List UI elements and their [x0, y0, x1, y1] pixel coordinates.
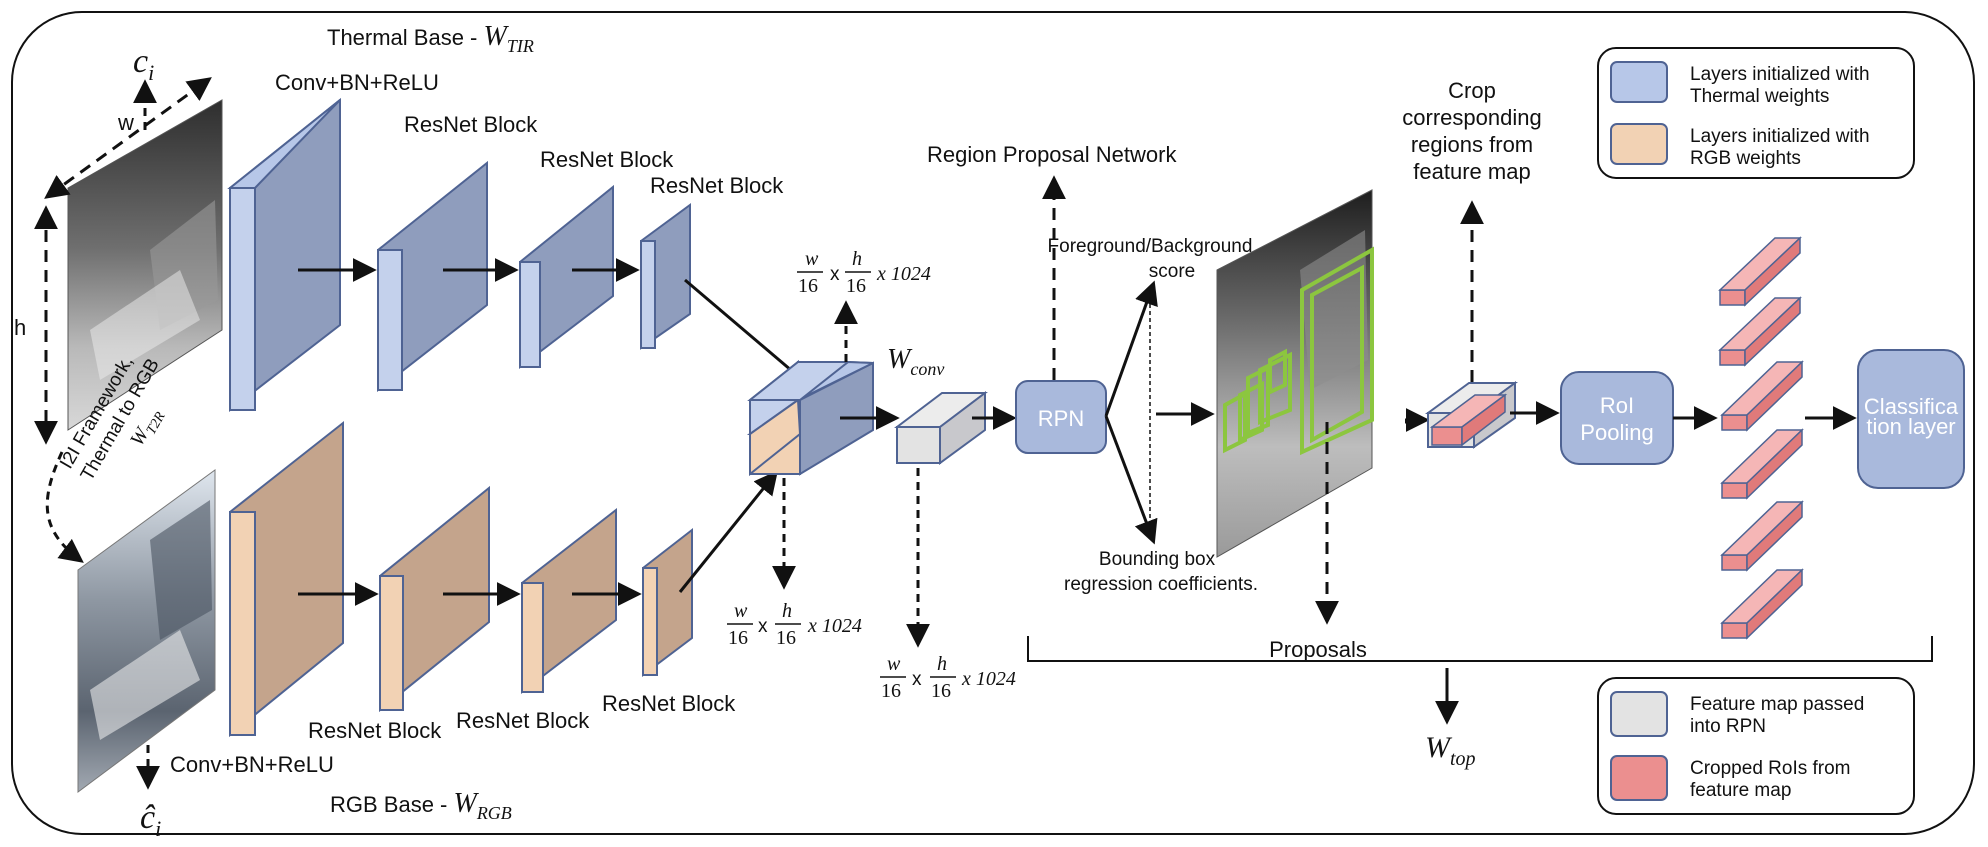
proposal-boxes: [1223, 246, 1374, 456]
rgb-conv-label: Conv+BN+ReLU: [170, 752, 334, 777]
roi-bar: [1718, 236, 1802, 307]
legend-feature-map-swatch: [1610, 691, 1668, 737]
svg-text:16: 16: [881, 680, 901, 702]
thermal-resnet-block-1: [377, 160, 488, 393]
rgb-resnet-block-2: [521, 507, 617, 695]
legend-thermal-swatch: [1610, 61, 1668, 103]
top-weight-label: Wtop: [1425, 731, 1476, 770]
svg-text:x 1024: x 1024: [961, 668, 1016, 690]
cropped-rois-stack: [1718, 236, 1804, 640]
rpn-to-score-arrow: [1104, 280, 1158, 417]
proposals-label: Proposals: [1269, 637, 1367, 662]
legend-thermal-line1: Layers initialized with: [1690, 64, 1870, 85]
svg-text:x 1024: x 1024: [876, 263, 931, 285]
svg-text:16: 16: [798, 275, 818, 297]
classification-line1: Classifica: [1864, 394, 1959, 419]
legend-rgb-line2: RGB weights: [1690, 148, 1801, 169]
crop-label-line2: corresponding: [1402, 105, 1541, 130]
roi-bar: [1718, 296, 1802, 367]
fg-bg-score-line1: Foreground/Background: [1048, 236, 1253, 257]
classification-layer-node: [1857, 349, 1965, 489]
rpn-title: Region Proposal Network: [927, 142, 1177, 167]
thermal-block-2-label: ResNet Block: [540, 147, 674, 172]
rgb-to-concat-arrow: [678, 470, 779, 593]
rgb-conv-layer: [229, 420, 344, 738]
legend-feature-map-line1: Feature map passed: [1690, 694, 1864, 715]
thermal-resnet-block-3: [640, 203, 691, 350]
w-dimension-arrow: [44, 77, 212, 199]
legend-rgb-line1: Layers initialized with: [1690, 126, 1870, 147]
thermal-conv-layer: [227, 97, 341, 413]
svg-text:16: 16: [931, 680, 951, 702]
c-i-label: ci: [133, 43, 154, 85]
bbox-regression-line1: Bounding box: [1099, 549, 1216, 570]
wconv-feature-map: [894, 390, 988, 465]
svg-text:w: w: [734, 600, 748, 622]
legend-rois-line2: feature map: [1690, 780, 1791, 801]
legend-rois-swatch: [1610, 755, 1668, 801]
crop-label-line3: regions from: [1411, 132, 1533, 157]
dims-label-bottom-left: w 16 x h 16 x 1024: [727, 600, 862, 649]
legend-bottom: [1597, 677, 1915, 815]
rgb-base-title: RGB Base - WRGB: [330, 788, 512, 823]
rgb-block-2-label: ResNet Block: [456, 708, 590, 733]
rgb-block-1-label: ResNet Block: [308, 718, 442, 743]
svg-text:w: w: [887, 653, 901, 675]
c-hat-label: ĉi: [140, 799, 161, 841]
h-label: h: [14, 315, 26, 340]
classification-line2: tion layer: [1866, 414, 1955, 439]
svg-text:h: h: [782, 600, 792, 622]
svg-text:w: w: [805, 248, 819, 270]
roi-pooling-line1: RoI: [1600, 393, 1634, 418]
outer-frame: [11, 11, 1975, 835]
cropped-feature-map: [1424, 381, 1519, 449]
thermal-block-1-label: ResNet Block: [404, 112, 538, 137]
rgb-resnet-block-3: [642, 527, 693, 678]
rgb-resnet-block-1: [379, 485, 490, 713]
thermal-block-3-label: ResNet Block: [650, 173, 784, 198]
roi-pooling-node: [1560, 371, 1674, 465]
roi-bar: [1720, 428, 1804, 500]
svg-text:x: x: [912, 669, 922, 690]
thermal-base-title: Thermal Base - WTIR: [327, 21, 534, 56]
roi-pooling-line2: Pooling: [1580, 420, 1653, 445]
rpn-node-label: RPN: [1038, 406, 1084, 431]
thermal-resnet-block-2: [519, 184, 614, 370]
svg-text:x: x: [758, 616, 768, 637]
svg-text:h: h: [852, 248, 862, 270]
thermal-to-concat-arrow: [684, 278, 809, 386]
svg-text:x 1024: x 1024: [807, 615, 862, 637]
i2i-arrow: [45, 451, 84, 563]
fg-bg-score-line2: score: [1149, 261, 1195, 282]
legend-thermal-line2: Thermal weights: [1690, 86, 1829, 107]
legend-rois-line1: Cropped RoIs from: [1690, 758, 1851, 779]
dims-label-bottom-center: w 16 x h 16 x 1024: [880, 653, 1016, 702]
bbox-regression-line2: regression coefficients.: [1064, 574, 1258, 595]
proposals-bracket: [1027, 636, 1933, 662]
rpn-to-bbox-arrow: [1104, 415, 1158, 545]
roi-bar: [1720, 360, 1804, 432]
svg-text:16: 16: [846, 275, 866, 297]
w-label: w: [117, 110, 134, 135]
dims-label-top: w 16 x h 16 x 1024: [797, 248, 931, 297]
crop-label-line4: feature map: [1413, 159, 1530, 184]
legend-feature-map-line2: into RPN: [1690, 716, 1766, 737]
svg-text:x: x: [830, 264, 840, 285]
thermal-conv-label: Conv+BN+ReLU: [275, 70, 439, 95]
legend-top: [1597, 47, 1915, 179]
svg-text:h: h: [937, 653, 947, 675]
legend-rgb-swatch: [1610, 123, 1668, 165]
roi-bar: [1720, 568, 1804, 640]
crop-label-line1: Crop: [1448, 78, 1496, 103]
svg-text:16: 16: [728, 627, 748, 649]
wconv-label: Wconv: [887, 344, 944, 379]
svg-text:16: 16: [776, 627, 796, 649]
rgb-block-3-label: ResNet Block: [602, 691, 736, 716]
rgb-input-image: [77, 469, 216, 793]
roi-bar: [1720, 500, 1804, 572]
concatenated-feature-block: [746, 359, 874, 477]
